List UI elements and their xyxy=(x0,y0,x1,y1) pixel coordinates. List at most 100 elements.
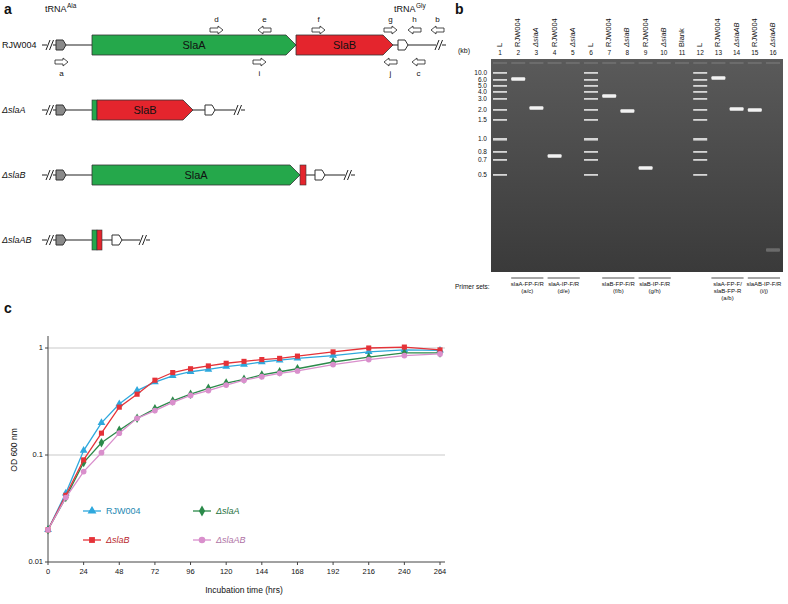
lane-number: 14 xyxy=(733,50,740,57)
trna-gly-gene xyxy=(112,235,122,245)
break-slash xyxy=(46,235,50,245)
growth-chart xyxy=(44,336,445,565)
break-slash xyxy=(344,170,348,180)
primer-set: slaA-FP-F/R xyxy=(511,281,544,287)
x-tick-label: 96 xyxy=(186,568,194,576)
x-tick-label: 72 xyxy=(151,568,159,576)
lane-number: 7 xyxy=(607,50,611,57)
ladder-band xyxy=(584,159,598,161)
ladder-size: 0.5 xyxy=(478,172,487,179)
superscript: Gly xyxy=(416,3,426,10)
lane-number: 10 xyxy=(660,50,667,57)
lane-header: ΔslaB xyxy=(660,27,668,47)
data-point xyxy=(366,352,371,361)
panel-letter: a xyxy=(4,2,12,16)
ladder-band xyxy=(584,85,598,87)
break-slash xyxy=(50,170,54,180)
break-slash xyxy=(46,105,50,115)
data-point xyxy=(224,361,229,366)
data-point xyxy=(241,377,247,383)
gel-well xyxy=(693,62,707,64)
data-point xyxy=(366,345,371,350)
dna-band xyxy=(711,76,725,80)
gel-well xyxy=(657,62,671,64)
data-point xyxy=(63,495,69,501)
primer-pair: (i/j) xyxy=(760,288,768,294)
primer-arrow xyxy=(412,58,425,66)
x-tick-label: 24 xyxy=(79,568,87,576)
ladder-band xyxy=(693,159,707,161)
ladder-band xyxy=(584,91,598,93)
arrow-outline xyxy=(296,35,393,55)
x-tick xyxy=(440,562,441,565)
x-tick xyxy=(368,562,369,565)
gene-arrow: SlaB xyxy=(296,35,393,55)
ladder-size: 2.0 xyxy=(478,107,487,114)
lane-number: 8 xyxy=(626,50,630,57)
data-point xyxy=(80,446,88,453)
data-point xyxy=(99,438,104,447)
strain-label: RJW004 xyxy=(2,41,37,50)
gel-well xyxy=(493,62,507,64)
ladder-band xyxy=(493,138,507,141)
data-point xyxy=(81,457,86,462)
legend-text: ΔslaA xyxy=(216,507,240,516)
primer-set: slaA-FP-F/ slaB-FP-R xyxy=(711,281,745,294)
trna-ala-gene xyxy=(56,40,66,50)
break-slash xyxy=(46,170,50,180)
break-slash xyxy=(238,105,242,115)
panel-letter: b xyxy=(455,2,464,16)
lane-number: 16 xyxy=(769,50,776,57)
data-point xyxy=(45,527,50,532)
break-slash xyxy=(143,235,147,245)
primer-label: a xyxy=(59,70,63,78)
ladder-band xyxy=(693,72,707,74)
unit-label: (kb) xyxy=(458,47,470,54)
group-rule xyxy=(748,278,780,279)
primer-label: h xyxy=(412,16,416,24)
primer-arrow xyxy=(384,58,397,66)
ladder-band xyxy=(493,151,507,153)
ladder-band xyxy=(493,119,507,121)
primer-label: d xyxy=(214,16,218,24)
gene-remnant xyxy=(92,100,97,120)
primer-set: slaAB-IP-F/R xyxy=(746,281,781,287)
dna-band xyxy=(620,109,634,113)
primer-arrow xyxy=(408,26,421,34)
gel-well xyxy=(620,62,634,64)
lane-header: L xyxy=(696,43,704,47)
gene-arrow: SlaA xyxy=(92,165,300,185)
gel-well xyxy=(584,62,598,64)
data-point xyxy=(401,353,407,359)
legend-text: RJW004 xyxy=(106,507,141,516)
data-point xyxy=(259,357,264,362)
gel-background xyxy=(491,59,783,272)
lane-number: 12 xyxy=(697,50,704,57)
ladder-band xyxy=(493,79,507,81)
gene-name: SlaA xyxy=(184,170,207,181)
lane-header: Blank xyxy=(678,28,686,47)
x-tick xyxy=(83,562,84,565)
ladder-band xyxy=(693,174,707,176)
x-axis xyxy=(48,562,445,563)
lane-header: RJW004 xyxy=(751,18,759,47)
break-slash xyxy=(50,235,54,245)
group-rule xyxy=(548,278,580,279)
legend-marker xyxy=(199,506,205,517)
data-point xyxy=(259,370,264,379)
lane-number: 3 xyxy=(535,50,539,57)
agarose-gel xyxy=(491,59,783,278)
primer-pair: (a/b) xyxy=(721,295,733,301)
strain-label: ΔslaB xyxy=(2,171,26,180)
primer-label: b xyxy=(435,16,439,24)
gel-well xyxy=(639,62,653,64)
gel-well xyxy=(511,62,525,64)
data-point xyxy=(295,354,300,359)
legend-marker xyxy=(89,537,95,543)
ladder-band xyxy=(584,119,598,121)
x-tick-label: 120 xyxy=(220,568,233,576)
primer-arrow xyxy=(258,26,271,34)
ladder-band xyxy=(584,79,598,81)
primer-arrow xyxy=(384,26,397,34)
lane-header: ΔslaAB xyxy=(733,22,741,47)
